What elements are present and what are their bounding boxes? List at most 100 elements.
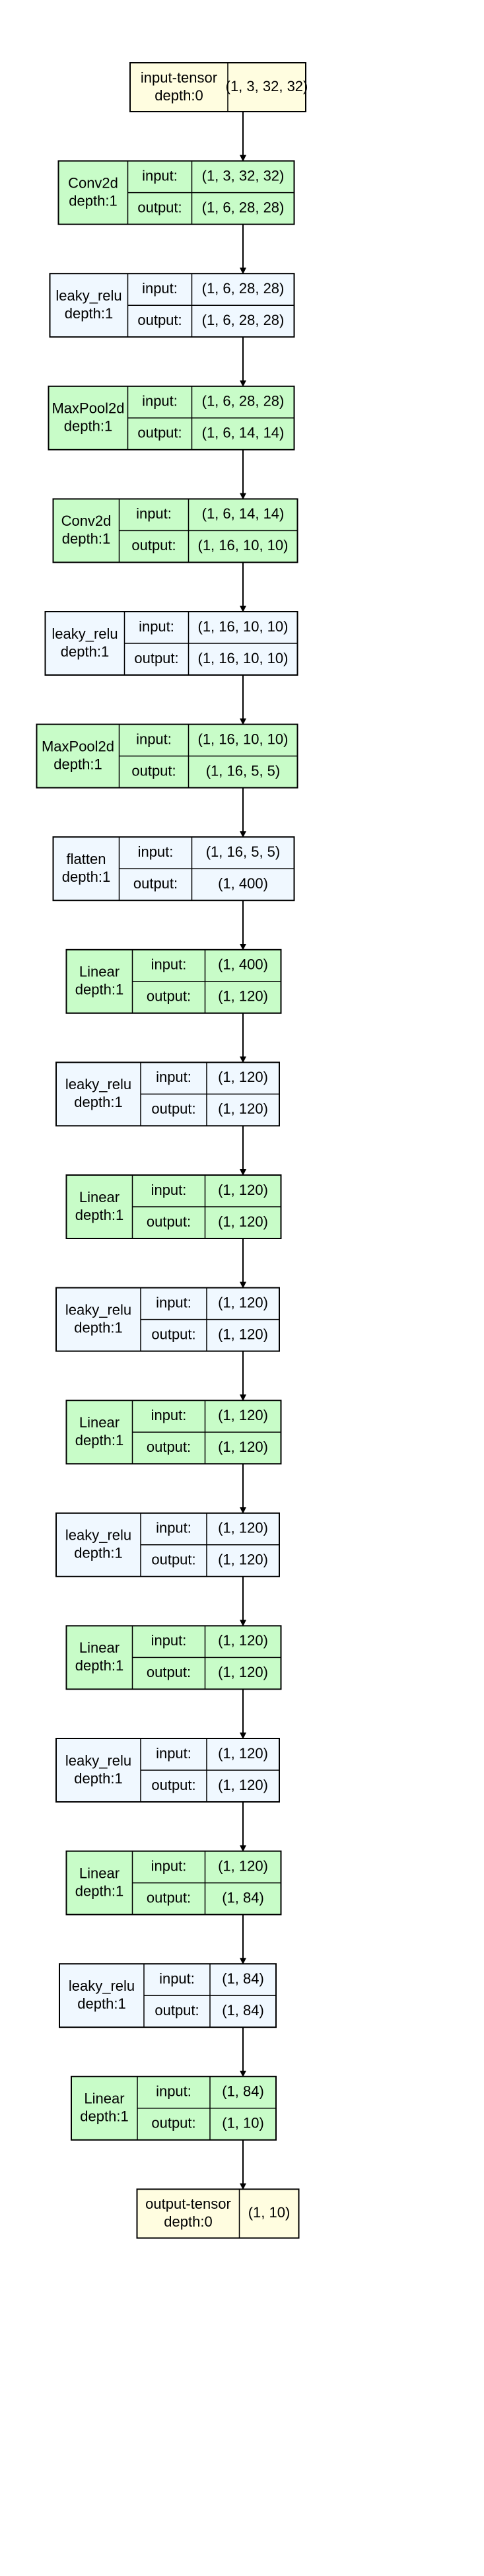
input-shape: (1, 3, 32, 32) <box>202 167 285 184</box>
output-shape: (1, 16, 10, 10) <box>198 537 289 554</box>
node-name: Linear <box>79 964 120 980</box>
input-shape: (1, 6, 14, 14) <box>202 505 285 522</box>
node-name: input-tensor <box>141 69 217 86</box>
input-label: input: <box>156 1520 191 1536</box>
node-name: MaxPool2d <box>42 738 114 754</box>
node-depth: depth:1 <box>74 1094 122 1110</box>
node-name: output-tensor <box>145 2196 231 2212</box>
node-depth: depth:0 <box>164 2213 212 2230</box>
output-label: output: <box>137 199 182 215</box>
output-shape: (1, 120) <box>218 1213 268 1230</box>
node-name: Linear <box>84 2091 124 2107</box>
output-shape: (1, 120) <box>218 1664 268 1680</box>
output-label: output: <box>147 1664 191 1680</box>
node-name: leaky_relu <box>65 1301 131 1318</box>
input-label: input: <box>138 843 174 860</box>
node-depth: depth:1 <box>77 1995 125 2012</box>
input-shape: (1, 400) <box>218 956 268 973</box>
output-label: output: <box>131 537 176 554</box>
input-label: input: <box>156 2083 191 2100</box>
output-label: output: <box>147 1889 191 1906</box>
input-label: input: <box>151 956 187 973</box>
input-label: input: <box>151 1407 187 1423</box>
output-label: output: <box>147 988 191 1005</box>
output-shape: (1, 6, 14, 14) <box>202 425 285 441</box>
output-shape: (1, 400) <box>218 875 268 892</box>
output-shape: (1, 84) <box>222 2002 264 2019</box>
input-shape: (1, 120) <box>218 1182 268 1198</box>
output-label: output: <box>151 1777 195 1793</box>
node-depth: depth:1 <box>74 1770 122 1787</box>
node-depth: depth:1 <box>80 2108 128 2125</box>
input-shape: (1, 6, 28, 28) <box>202 393 285 410</box>
node-depth: depth:1 <box>75 1432 123 1449</box>
output-label: output: <box>137 312 182 328</box>
node-depth: depth:1 <box>64 418 112 435</box>
output-shape: (1, 120) <box>218 1439 268 1455</box>
input-label: input: <box>156 1294 191 1310</box>
node-name: leaky_relu <box>65 1076 131 1092</box>
output-shape: (1, 120) <box>218 1777 268 1793</box>
input-shape: (1, 6, 28, 28) <box>202 280 285 297</box>
output-shape: (1, 120) <box>218 988 268 1005</box>
node-depth: depth:1 <box>74 1319 122 1336</box>
input-label: input: <box>151 1857 187 1874</box>
node-name: leaky_relu <box>69 1978 135 1994</box>
node-depth: depth:1 <box>75 982 123 998</box>
node-name: leaky_relu <box>55 287 121 304</box>
input-label: input: <box>142 167 178 184</box>
node-name: Linear <box>79 1639 120 1656</box>
output-shape: (1, 6, 28, 28) <box>202 199 285 215</box>
input-shape: (1, 84) <box>222 1970 264 1987</box>
input-label: input: <box>151 1632 187 1649</box>
node-depth: depth:1 <box>62 869 110 885</box>
node-name: Linear <box>79 1189 120 1205</box>
output-shape: (1, 16, 10, 10) <box>198 650 289 666</box>
node-name: Conv2d <box>61 513 112 529</box>
node-name: Conv2d <box>68 174 118 191</box>
node-depth: depth:1 <box>61 643 109 660</box>
node-depth: depth:1 <box>62 530 110 547</box>
input-shape: (1, 16, 10, 10) <box>198 618 289 635</box>
output-label: output: <box>133 875 178 892</box>
node-name: Linear <box>79 1865 120 1881</box>
output-shape: (1, 120) <box>218 1552 268 1568</box>
output-shape: (1, 120) <box>218 1100 268 1117</box>
output-shape: (1, 6, 28, 28) <box>202 312 285 328</box>
tensor-shape: (1, 10) <box>248 2204 291 2221</box>
node-depth: depth:1 <box>65 305 113 322</box>
input-label: input: <box>142 393 178 410</box>
input-shape: (1, 84) <box>222 2083 264 2100</box>
input-shape: (1, 16, 10, 10) <box>198 731 289 747</box>
node-name: leaky_relu <box>65 1752 131 1769</box>
input-shape: (1, 120) <box>218 1069 268 1085</box>
input-label: input: <box>156 1745 191 1762</box>
input-label: input: <box>151 1182 187 1198</box>
output-shape: (1, 84) <box>222 1889 264 1906</box>
output-label: output: <box>134 650 178 666</box>
node-box <box>136 2188 300 2239</box>
input-label: input: <box>159 1970 195 1987</box>
output-label: output: <box>151 1326 195 1342</box>
tensor-shape: (1, 3, 32, 32) <box>226 78 308 94</box>
node-name: MaxPool2d <box>52 400 124 417</box>
input-shape: (1, 120) <box>218 1294 268 1310</box>
